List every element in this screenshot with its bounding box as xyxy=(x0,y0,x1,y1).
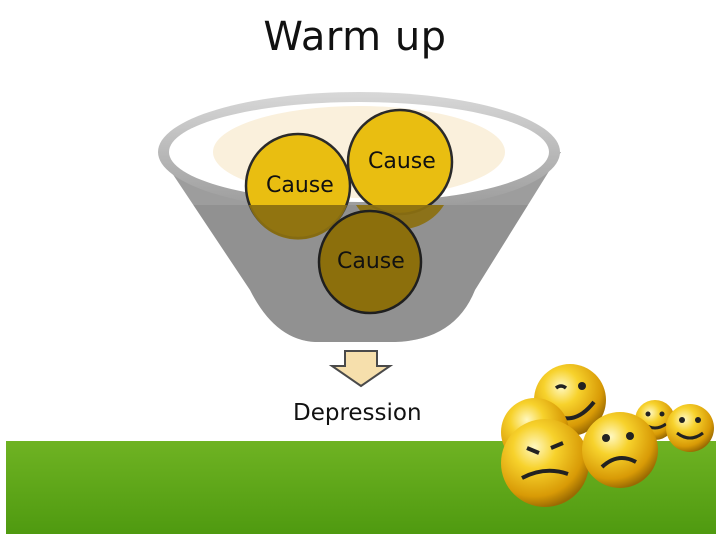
emoji-balls-image xyxy=(501,364,714,507)
slide-title: Warm up xyxy=(263,14,447,60)
down-arrow-icon xyxy=(328,350,394,388)
cause-label-3: Cause xyxy=(337,249,405,274)
cause-label-1: Cause xyxy=(266,173,334,198)
cause-circle-3 xyxy=(317,209,423,315)
result-label: Depression xyxy=(293,400,422,426)
cause-label-2: Cause xyxy=(368,149,436,174)
